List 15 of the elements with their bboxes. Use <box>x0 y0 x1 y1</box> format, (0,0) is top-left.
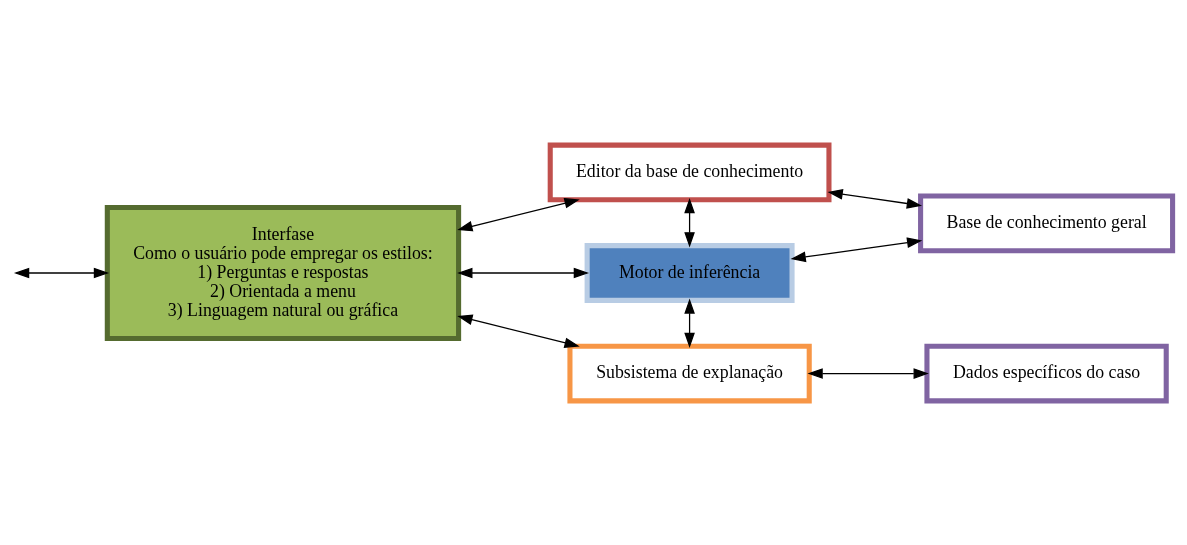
arrow <box>684 197 695 247</box>
arrow <box>457 314 580 348</box>
arrow <box>790 236 923 262</box>
arrow <box>13 267 110 278</box>
node-box: Interfase Como o usuário pode empregar os estilos: 1) Perguntas e respostas 2) Orientada a menu 3) Linguagem natural ou gráfica <box>104 204 462 341</box>
arrow <box>807 367 929 379</box>
node-box: Dados específicos do caso <box>924 343 1169 403</box>
node-box: Editor da base de conhecimento <box>547 142 832 202</box>
arrow <box>827 188 923 209</box>
arrow <box>457 267 589 278</box>
node-box: Motor de inferência <box>584 242 795 303</box>
node-box: Base de conhecimento geral <box>918 192 1176 253</box>
node-box: Subsistema de explanação <box>567 343 812 403</box>
arrow <box>684 297 695 348</box>
arrow <box>457 197 580 231</box>
